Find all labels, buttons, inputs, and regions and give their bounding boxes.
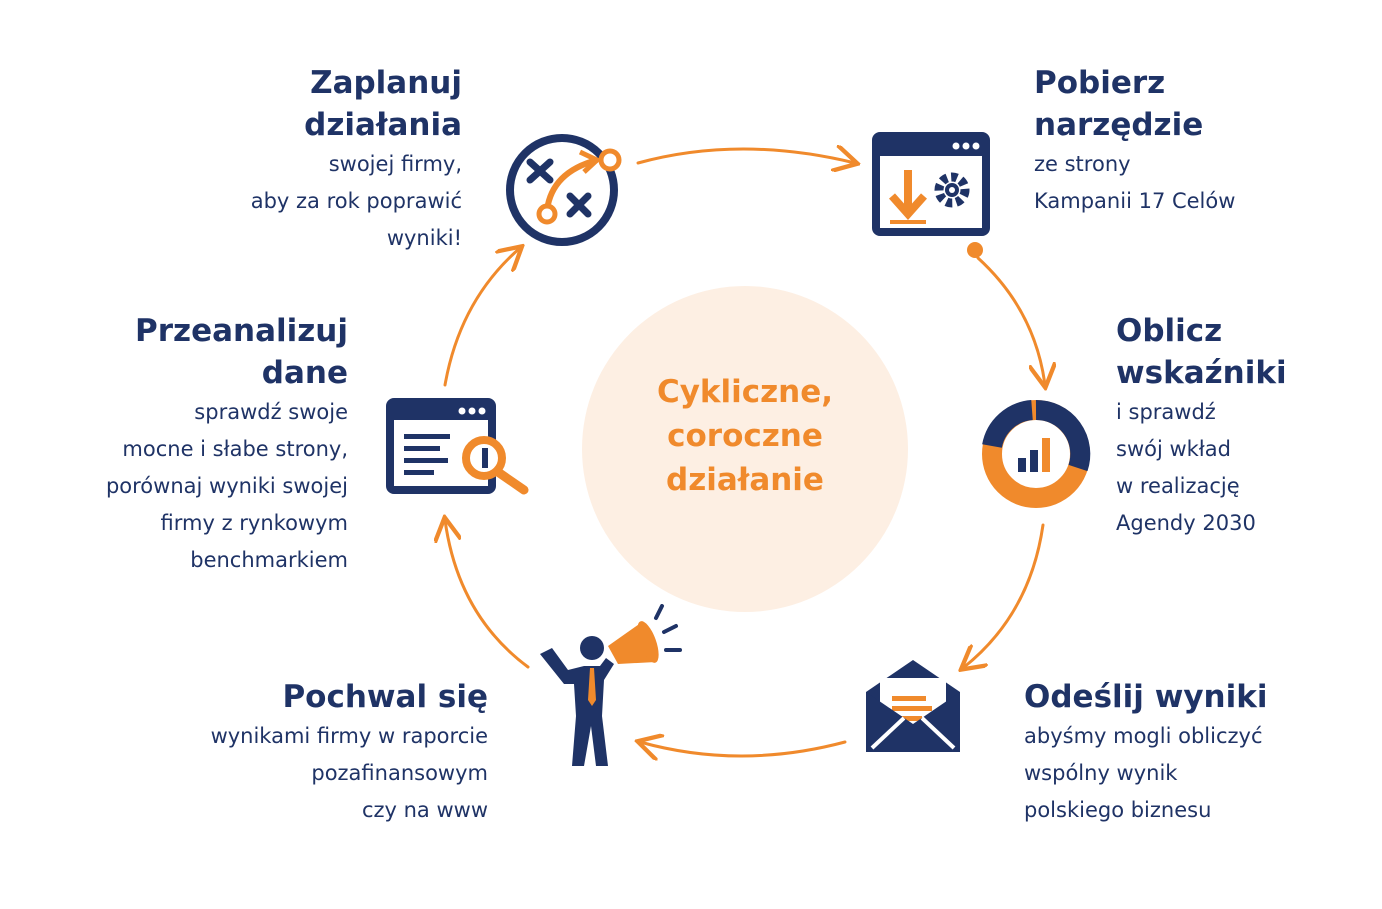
step-title: Oblicz wskaźniki <box>1116 310 1287 394</box>
desc-line: porównaj wyniki swojej <box>105 474 348 498</box>
envelope-icon <box>866 660 960 752</box>
step-plan: Zaplanuj działania swojej firmy, aby za … <box>251 62 462 257</box>
desc-line: wspólny wynik <box>1024 761 1178 785</box>
title-line: wskaźniki <box>1116 355 1287 391</box>
step-title: Zaplanuj działania <box>251 62 462 146</box>
step-download: Pobierz narzędzie ze strony Kampanii 17 … <box>1034 62 1235 220</box>
title-line: Pochwal się <box>282 679 488 715</box>
desc-line: i sprawdź <box>1116 400 1216 424</box>
arrow-start-dot <box>967 242 983 258</box>
desc-line: firmy z rynkowym <box>160 511 348 535</box>
title-line: Pobierz <box>1034 65 1166 101</box>
title-line: Przeanalizuj <box>135 313 348 349</box>
title-line: Oblicz <box>1116 313 1223 349</box>
megaphone-person-icon <box>540 604 682 766</box>
desc-line: aby za rok poprawić <box>250 189 462 213</box>
step-title: Odeślij wyniki <box>1024 676 1267 718</box>
title-line: Odeślij wyniki <box>1024 679 1268 715</box>
center-circle <box>582 286 908 612</box>
desc-line: Agendy 2030 <box>1116 511 1256 535</box>
title-line: działania <box>304 107 462 143</box>
desc-line: abyśmy mogli obliczyć <box>1024 724 1263 748</box>
step-description: wynikami firmy w raporcie pozafinansowym… <box>211 718 488 829</box>
desc-line: sprawdź swoje <box>194 400 348 424</box>
arrow-plan-to-download <box>636 149 855 163</box>
desc-line: swojej firmy, <box>328 152 462 176</box>
strategy-icon <box>506 134 622 246</box>
step-title: Przeanalizuj dane <box>106 310 348 394</box>
step-description: abyśmy mogli obliczyć wspólny wynik pols… <box>1024 718 1267 829</box>
desc-line: benchmarkiem <box>190 548 348 572</box>
title-line: dane <box>261 355 348 391</box>
desc-line: Kampanii 17 Celów <box>1034 189 1236 213</box>
step-calculate: Oblicz wskaźniki i sprawdź swój wkład w … <box>1116 310 1287 542</box>
step-title: Pochwal się <box>211 676 488 718</box>
step-send: Odeślij wyniki abyśmy mogli obliczyć wsp… <box>1024 676 1267 829</box>
desc-line: pozafinansowym <box>311 761 488 785</box>
step-description: sprawdź swoje mocne i słabe strony, poró… <box>106 394 348 579</box>
desc-line: czy na www <box>361 798 488 822</box>
arrow-send-to-share <box>640 742 847 756</box>
arrow-analyze-to-plan <box>443 248 520 387</box>
desc-line: swój wkład <box>1116 437 1231 461</box>
desc-line: wynikami firmy w raporcie <box>210 724 488 748</box>
arrow-calculate-to-send <box>963 523 1045 668</box>
desc-line: w realizację <box>1116 474 1240 498</box>
center-line: Cykliczne, <box>656 374 834 410</box>
title-line: narzędzie <box>1034 107 1204 143</box>
center-line: coroczne <box>667 418 823 454</box>
desc-line: polskiego biznesu <box>1024 798 1212 822</box>
center-label: Cykliczne, coroczne działanie <box>582 370 908 502</box>
arrow-share-to-analyze <box>445 520 530 669</box>
step-share: Pochwal się wynikami firmy w raporcie po… <box>211 676 488 829</box>
desc-line: ze strony <box>1034 152 1131 176</box>
step-description: swojej firmy, aby za rok poprawić wyniki… <box>251 146 462 257</box>
title-line: Zaplanuj <box>310 65 462 101</box>
desc-line: wyniki! <box>386 226 462 250</box>
desc-line: mocne i słabe strony, <box>122 437 348 461</box>
step-analyze: Przeanalizuj dane sprawdź swoje mocne i … <box>106 310 348 579</box>
step-title: Pobierz narzędzie <box>1034 62 1235 146</box>
arrow-download-to-calculate <box>976 256 1045 385</box>
step-description: ze strony Kampanii 17 Celów <box>1034 146 1235 220</box>
donut-chart-icon <box>982 399 1091 508</box>
step-description: i sprawdź swój wkład w realizację Agendy… <box>1116 394 1287 542</box>
download-tool-icon <box>872 132 990 236</box>
analyze-data-icon <box>386 398 529 495</box>
center-line: działanie <box>666 462 824 498</box>
